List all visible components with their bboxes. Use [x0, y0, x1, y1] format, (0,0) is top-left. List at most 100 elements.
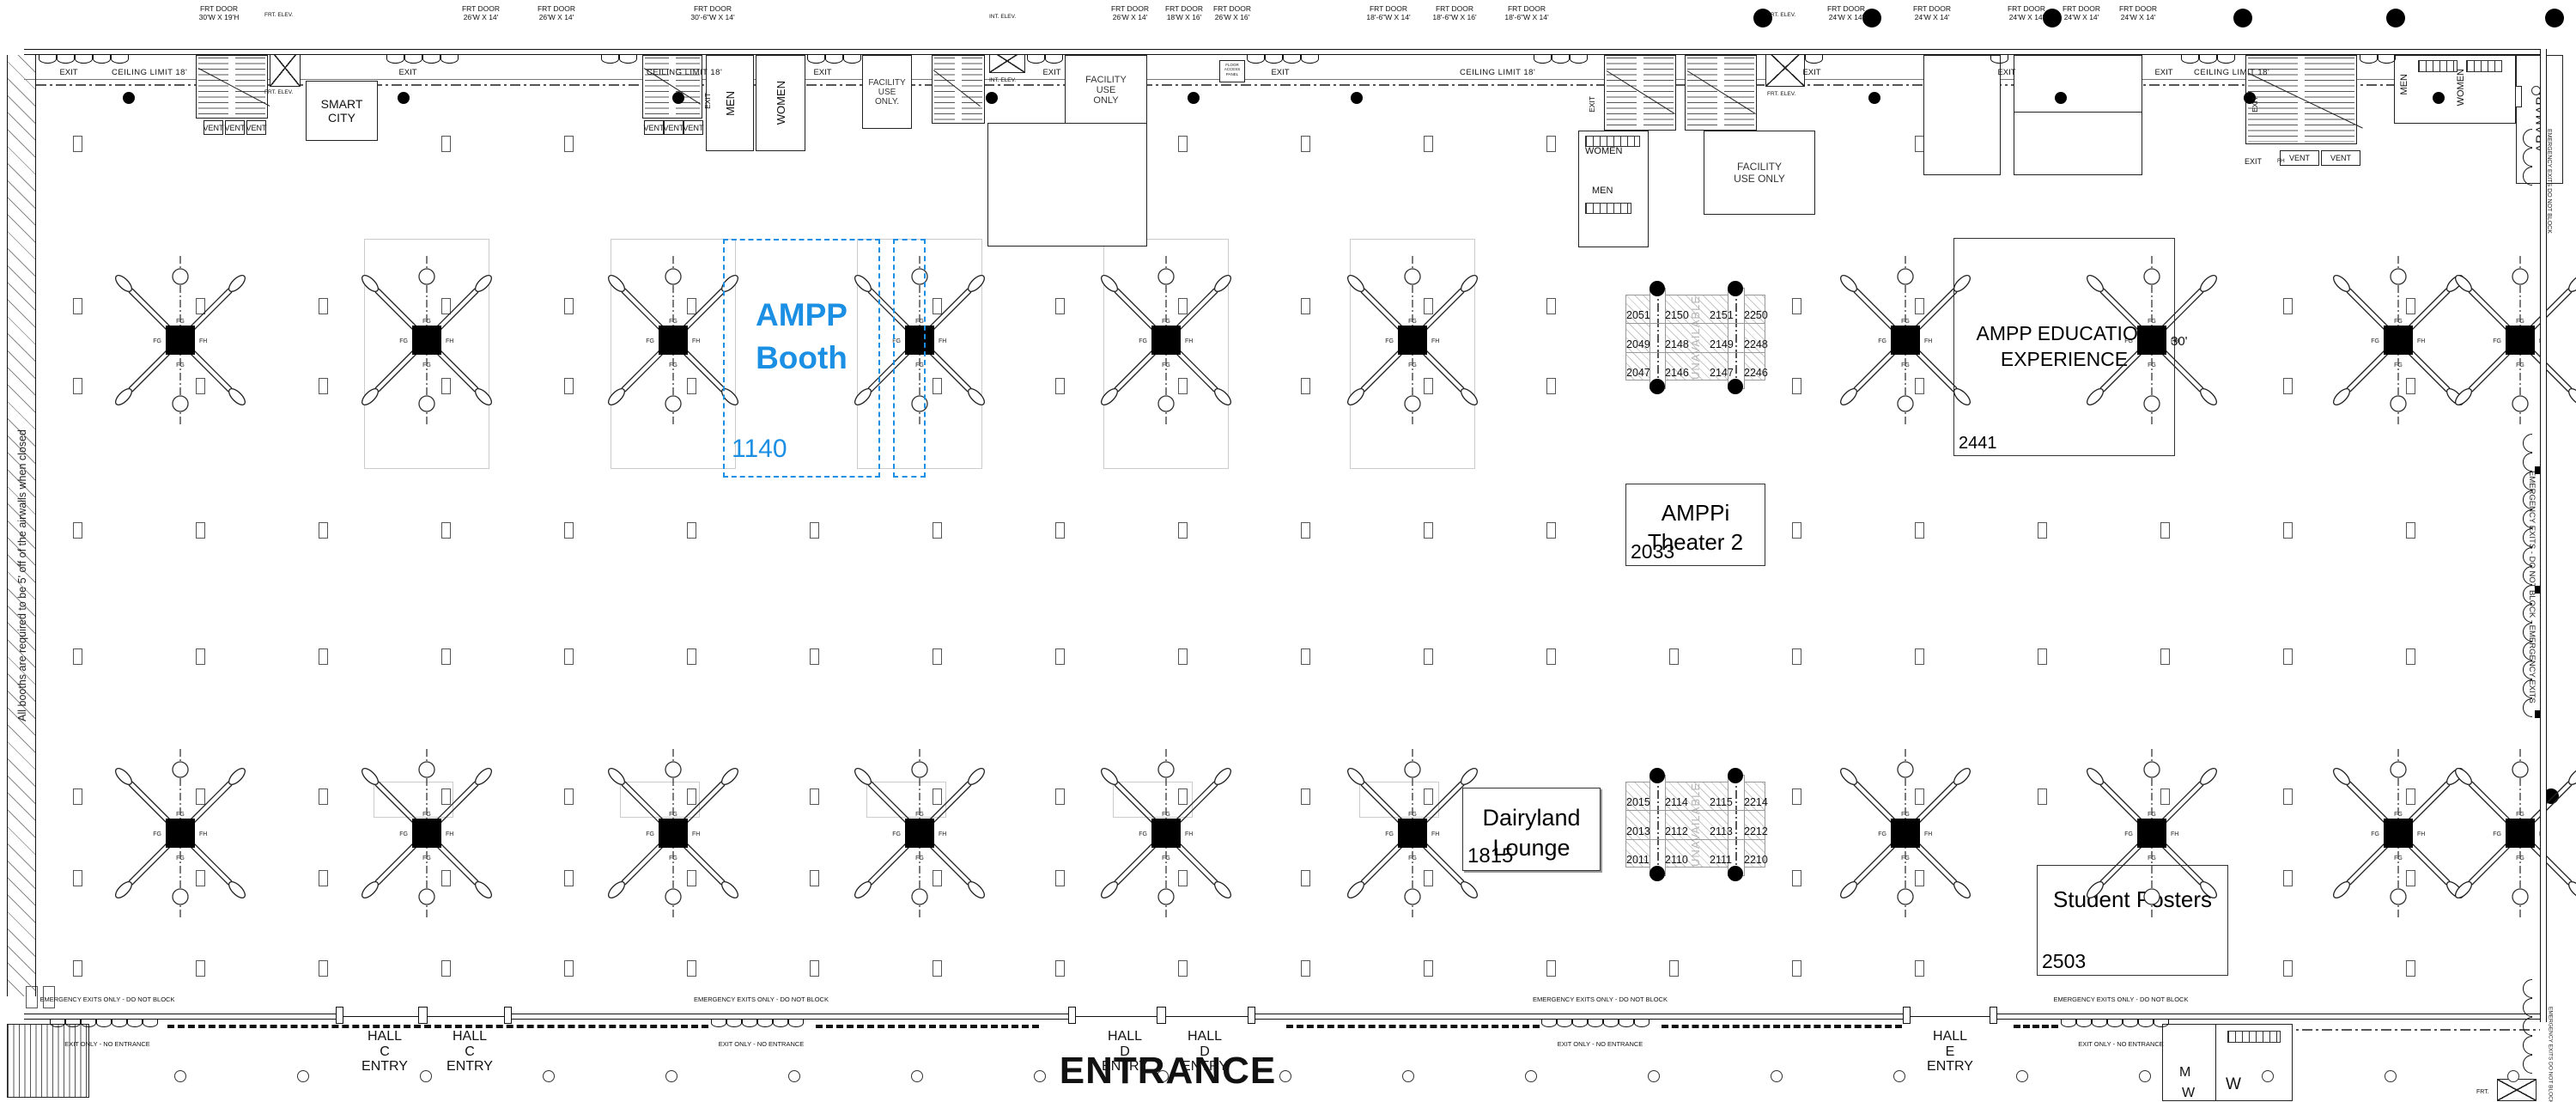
utility-marker [2038, 648, 2047, 665]
svg-text:FH: FH [199, 831, 207, 837]
utility-marker [319, 522, 328, 539]
cluster-column-dot [1649, 768, 1665, 783]
utility-marker [73, 378, 82, 394]
svg-text:FG: FG [153, 831, 161, 837]
door-swing-arc [1247, 54, 1265, 64]
utility-marker [564, 378, 574, 394]
door-swing-arc [1552, 54, 1570, 64]
stairwell-2 [642, 55, 702, 119]
floor-sleeve-circle [174, 1070, 186, 1082]
entry-jamb [336, 1007, 343, 1024]
svg-text:FG: FG [2124, 831, 2133, 837]
utility-marker [1055, 960, 1065, 977]
svg-text:FG: FG [2394, 812, 2403, 818]
booth-number: 2250 [1744, 309, 1768, 322]
hall-entry-label: HALL C ENTRY [361, 1029, 408, 1075]
utility-marker [2283, 522, 2293, 539]
booth-number: 2011 [1626, 854, 1649, 866]
door-swing-arc [404, 54, 422, 64]
exit-label: EXIT [1802, 68, 1821, 77]
aisle-column-dot [672, 92, 684, 104]
door-swing-arc-right [2523, 434, 2532, 453]
floor-sleeve-circle [2139, 1070, 2151, 1082]
svg-text:FG: FG [915, 855, 924, 862]
ceiling-limit-label: CEILING LIMIT 18' [2194, 68, 2270, 77]
utility-marker [2283, 960, 2293, 977]
booth-number: 2147 [1710, 367, 1734, 379]
door-swing-arc-bottom [1557, 1019, 1572, 1027]
bottom-dashed-line [1662, 1025, 1902, 1028]
hall-entry-label: HALL D ENTRY [1182, 1029, 1228, 1075]
column-truss: FG FG FH FG [587, 747, 759, 919]
column-truss: FG FG FH FG [834, 254, 1005, 426]
booth-number: 2148 [1665, 338, 1689, 350]
svg-text:FG: FG [1408, 855, 1417, 862]
door-swing-arc-bottom [742, 1019, 757, 1027]
door-swing-arc [601, 54, 619, 64]
stairwell-5 [1685, 55, 1757, 131]
utility-marker [2283, 648, 2293, 665]
room-partition [2215, 1024, 2217, 1101]
entry-jamb [1068, 1007, 1076, 1024]
svg-text:FG: FG [2148, 362, 2156, 368]
utility-room-block [1923, 55, 2001, 175]
hall-entry-label: HALL D ENTRY [1102, 1029, 1148, 1075]
utility-marker [441, 378, 451, 394]
cluster-column-dot [1728, 866, 1743, 881]
utility-marker [1792, 870, 1801, 886]
svg-text:FG: FG [153, 338, 161, 344]
utility-marker [687, 788, 696, 805]
utility-marker [1915, 378, 1924, 394]
utility-marker [1546, 136, 1556, 152]
svg-text:FG: FG [176, 812, 185, 818]
women-mid-label: WOMEN [1585, 146, 1623, 156]
svg-text:FG: FG [2394, 319, 2403, 325]
utility-marker [1178, 522, 1188, 539]
utility-marker [2160, 648, 2170, 665]
door-swing-arc [39, 54, 57, 64]
exit-only-text: EXIT ONLY - NO ENTRANCE [718, 1040, 805, 1048]
booth-number: 2151 [1710, 309, 1734, 322]
utility-marker [810, 960, 819, 977]
svg-text:FG: FG [1408, 812, 1417, 818]
utility-marker [2406, 648, 2415, 665]
floor-sleeve-circle [1279, 1070, 1291, 1082]
fh-label: FH [2277, 158, 2285, 164]
airwall-hatch-band [7, 55, 36, 996]
utility-marker [441, 522, 451, 539]
utility-marker [1178, 960, 1188, 977]
women-tr-label: WOMEN [2456, 69, 2466, 107]
utility-marker [1546, 522, 1556, 539]
cluster-strip-line [1656, 288, 1659, 387]
unavailable-label: UNAVAILABLE [1688, 295, 1702, 380]
utility-marker [1055, 298, 1065, 314]
facility-use-only-room-1: FACILITY USE ONLY. [862, 55, 912, 129]
floor-sleeve-circle [1157, 1070, 1169, 1082]
utility-marker [1915, 788, 1924, 805]
utility-marker [933, 522, 942, 539]
svg-text:FH: FH [2417, 338, 2425, 344]
utility-marker [1792, 648, 1801, 665]
entry-jamb [1903, 1007, 1911, 1024]
floor-sleeve-circle [420, 1070, 432, 1082]
utility-marker [564, 960, 574, 977]
vent-box: VENT [664, 120, 684, 135]
aisle-column-dot [986, 92, 998, 104]
svg-text:FG: FG [646, 831, 654, 837]
svg-text:FG: FG [176, 855, 185, 862]
utility-marker [1301, 648, 1310, 665]
aisle-column-dot [1188, 92, 1200, 104]
inner-wall-line [24, 79, 2540, 80]
door-swing-arc-bottom [1541, 1019, 1557, 1027]
cluster-column-dot [1649, 866, 1665, 881]
floor-sleeve-circle [297, 1070, 309, 1082]
floor-sleeve-circle [1893, 1070, 1905, 1082]
utility-marker [1915, 648, 1924, 665]
door-swing-arc [1301, 54, 1319, 64]
svg-text:FG: FG [422, 362, 431, 368]
utility-marker [1055, 648, 1065, 665]
column-truss: FG FG FH FG [2434, 747, 2576, 919]
svg-text:FG: FG [1385, 831, 1394, 837]
